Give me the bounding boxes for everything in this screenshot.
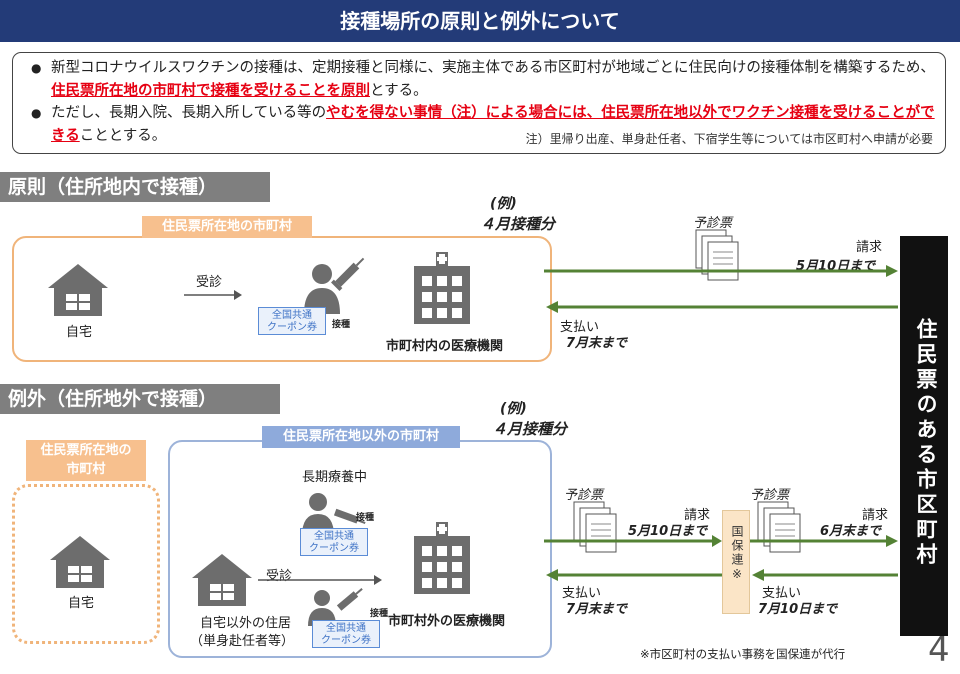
house-icon — [48, 264, 108, 316]
principle-example: (例) — [490, 196, 517, 212]
notice-bullet-1: ● 新型コロナウイルスワクチンの接種は、定期接種と同様に、実施主体である市区町村… — [25, 57, 935, 102]
principle-section-label: 原則（住所地内で接種） — [0, 172, 270, 202]
exception-month: ４月接種分 — [492, 420, 568, 438]
coupon-ticket: 全国共通 クーポン券 — [300, 528, 368, 556]
kokuho-box: 国保連※ — [722, 510, 750, 614]
notice-text: 新型コロナウイルスワクチンの接種は、定期接種と同様に、実施主体である市区町村が地… — [51, 60, 935, 76]
page-number: 4 — [928, 630, 950, 670]
notice-text: とする。 — [370, 82, 428, 99]
home-municipality-box — [12, 484, 160, 644]
coupon-ticket: 全国共通 クーポン券 — [258, 307, 326, 335]
notice-text: ただし、長期入院、長期入所している等の — [51, 105, 327, 121]
pay-label: 支払い — [560, 320, 600, 335]
residence-label: 自宅以外の住居 — [200, 616, 292, 631]
ticket-label: 予診票 — [564, 488, 604, 503]
notice-box: ● 新型コロナウイルスワクチンの接種は、定期接種と同様に、実施主体である市区町村… — [12, 52, 946, 154]
residence-sub-label: （単身赴任者等） — [190, 634, 295, 649]
home-label: 自宅 — [68, 596, 95, 611]
bullet-icon: ● — [31, 61, 42, 75]
kokuho-label: 国保連※ — [730, 525, 744, 583]
principle-month: ４月接種分 — [480, 215, 556, 233]
coupon-ticket: 全国共通 クーポン券 — [312, 620, 380, 648]
notice-text: こととする。 — [79, 127, 167, 144]
hospital-icon — [414, 252, 470, 324]
exception-flow-arrows-icon — [544, 535, 898, 581]
house-icon — [192, 554, 252, 606]
notice-highlight: やむを得ない事情（注）による場合には、住民票所在地以外でワクチン接種を受けること… — [51, 105, 935, 144]
hospital-icon — [414, 522, 470, 594]
principle-flow-arrows-icon — [544, 265, 898, 313]
bullet-icon: ● — [31, 106, 42, 120]
page-title: 接種場所の原則と例外について — [340, 9, 620, 33]
claim-label: 請求 — [684, 508, 711, 523]
notice-bullet-2: ● ただし、長期入院、長期入所している等のやむを得ない事情（注）による場合には、… — [25, 102, 935, 147]
coupon-text-1: 全国共通 — [314, 531, 354, 542]
long-term-label: 長期療養中 — [302, 470, 368, 485]
vaccinate-label: 接種 — [356, 513, 375, 523]
person-syringe-icon — [304, 257, 365, 314]
ticket-stack-icon — [573, 501, 617, 553]
ticket-stack-icon — [695, 229, 739, 281]
municipality-label: 住民票のある市区町村 — [914, 318, 938, 568]
municipality-bar: 住民票のある市区町村 — [900, 236, 948, 636]
claim-label: 請求 — [862, 508, 889, 523]
pay-label: 支払い — [762, 586, 802, 601]
visit-label: 受診 — [196, 275, 223, 290]
visit-arrow-icon — [258, 575, 382, 585]
coupon-text-2: クーポン券 — [321, 635, 371, 646]
pay-date-1: 7月末まで — [566, 602, 628, 617]
principle-box-tag: 住民票所在地の市町村 — [142, 216, 312, 238]
coupon-text-2: クーポン券 — [267, 322, 317, 333]
pay-date: 7月末まで — [566, 336, 628, 351]
visit-arrow-icon — [184, 290, 242, 300]
coupon-text-1: 全国共通 — [326, 623, 366, 634]
vaccinate-label: 接種 — [370, 609, 389, 619]
ticket-label: 予診票 — [750, 488, 790, 503]
claim-date-2: 6月末まで — [820, 524, 882, 539]
ticket-label: 予診票 — [693, 216, 733, 231]
pay-label: 支払い — [562, 586, 602, 601]
clinic-label: 市町村外の医療機関 — [388, 614, 506, 629]
header-bar: 接種場所の原則と例外について — [0, 0, 960, 42]
vaccinate-label: 接種 — [332, 320, 351, 330]
coupon-text-2: クーポン券 — [309, 543, 359, 554]
clinic-label: 市町村内の医療機関 — [386, 339, 504, 354]
claim-date-1: 5月10日まで — [628, 524, 708, 539]
house-icon — [50, 536, 110, 588]
home-label: 自宅 — [66, 325, 93, 340]
notice-highlight: 住民票所在地の市町村で接種を受けることを原則 — [51, 82, 370, 99]
notice-footnote: 注）里帰り出産、単身赴任者、下宿学生等については市区町村へ申請が必要 — [525, 132, 933, 146]
other-municipality-tag: 住民票所在地以外の市町村 — [262, 426, 460, 448]
footnote: ※市区町村の支払い事務を国保連が代行 — [640, 647, 846, 661]
claim-label: 請求 — [856, 240, 883, 255]
exception-section-label: 例外（住所地外で接種） — [0, 384, 280, 414]
exception-example: (例) — [500, 401, 527, 417]
pay-date-2: 7月10日まで — [758, 602, 838, 617]
home-municipality-tag: 住民票所在地の 市町村 — [26, 440, 146, 481]
coupon-text-1: 全国共通 — [272, 310, 312, 321]
